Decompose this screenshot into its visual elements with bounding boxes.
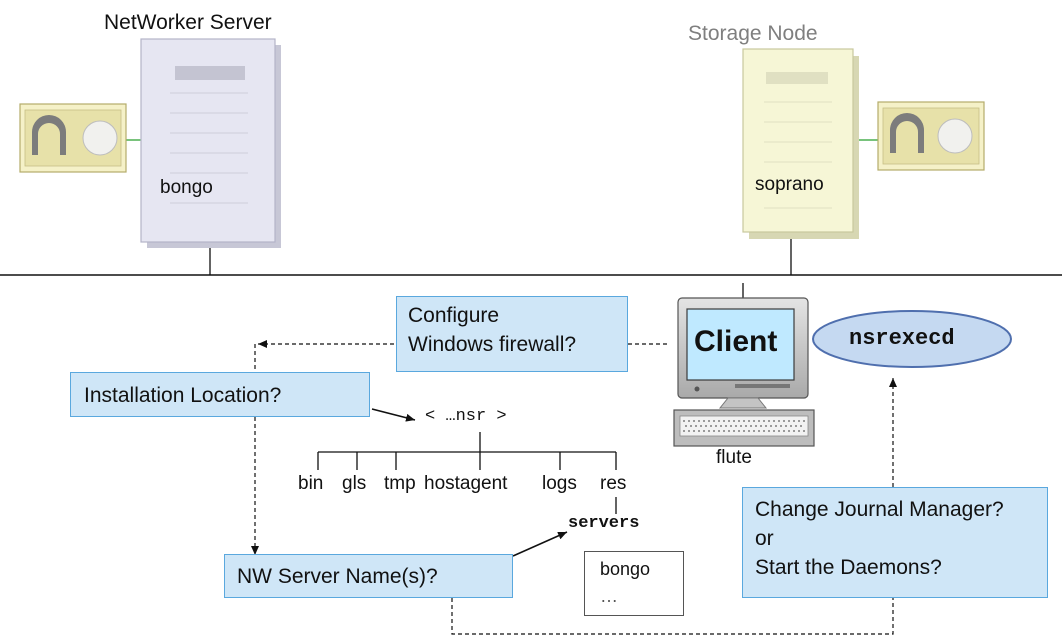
tree-node-bin: bin <box>298 473 324 494</box>
firewall-question-line1: Configure <box>408 304 500 327</box>
tree-node-hostagent: hostagent <box>424 473 508 494</box>
tree-node-logs: logs <box>542 473 577 494</box>
networker-server-title: NetWorker Server <box>104 11 272 34</box>
tree-root-label: < …nsr > <box>425 407 507 426</box>
servers-file-box: bongo … <box>584 551 684 616</box>
server-tower-icon <box>140 38 281 248</box>
arrow-servername-to-servers <box>512 531 568 557</box>
storage-node-title: Storage Node <box>688 22 818 45</box>
install-location-question: Installation Location? <box>84 384 282 407</box>
journal-question-line3: Start the Daemons? <box>755 556 942 579</box>
journal-question-box: Change Journal Manager? or Start the Dae… <box>742 487 1048 598</box>
daemon-ellipse <box>812 310 1012 368</box>
tape-drive-icon <box>19 103 127 173</box>
install-location-question-box: Installation Location? <box>70 372 370 417</box>
server-names-question-box: NW Server Name(s)? <box>224 554 513 598</box>
tree-node-gls: gls <box>342 473 367 494</box>
journal-question-line1: Change Journal Manager? <box>755 498 1004 521</box>
client-computer-icon <box>673 297 815 447</box>
servers-file-line1: bongo <box>600 559 651 579</box>
tree-node-res: res <box>600 473 627 494</box>
firewall-question-box: Configure Windows firewall? <box>396 296 628 372</box>
client-hostname: flute <box>716 447 752 468</box>
tree-node-tmp: tmp <box>384 473 416 494</box>
networker-hostname: bongo <box>160 177 213 198</box>
client-label: Client <box>694 325 778 358</box>
storage-tower-icon <box>742 48 859 239</box>
servers-file-line2: … <box>600 586 618 606</box>
firewall-question-line2: Windows firewall? <box>408 333 577 356</box>
tape-drive-icon <box>877 101 985 171</box>
tree-node-servers: servers <box>568 514 640 533</box>
arrow-install-to-nsr <box>371 408 416 422</box>
journal-question-line2: or <box>755 527 774 550</box>
dashed-flow <box>251 340 897 635</box>
server-names-question: NW Server Name(s)? <box>237 565 438 588</box>
directory-tree <box>317 432 617 514</box>
daemon-label: nsrexecd <box>849 326 955 351</box>
storage-hostname: soprano <box>755 174 824 195</box>
